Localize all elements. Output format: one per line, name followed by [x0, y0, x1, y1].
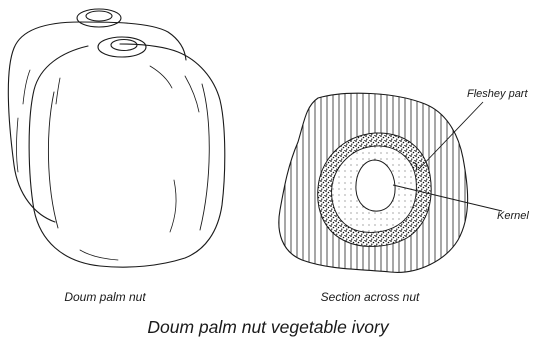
nut-caption: Doum palm nut — [64, 290, 146, 304]
nut-cross-section — [279, 93, 468, 272]
fleshy-part-label: Fleshey part — [467, 88, 528, 100]
doum-palm-nut-drawing — [8, 9, 224, 267]
figure-title: Doum palm nut vegetable ivory — [147, 317, 389, 337]
kernel-label: Kernel — [497, 210, 529, 222]
section-caption: Section across nut — [321, 290, 420, 304]
